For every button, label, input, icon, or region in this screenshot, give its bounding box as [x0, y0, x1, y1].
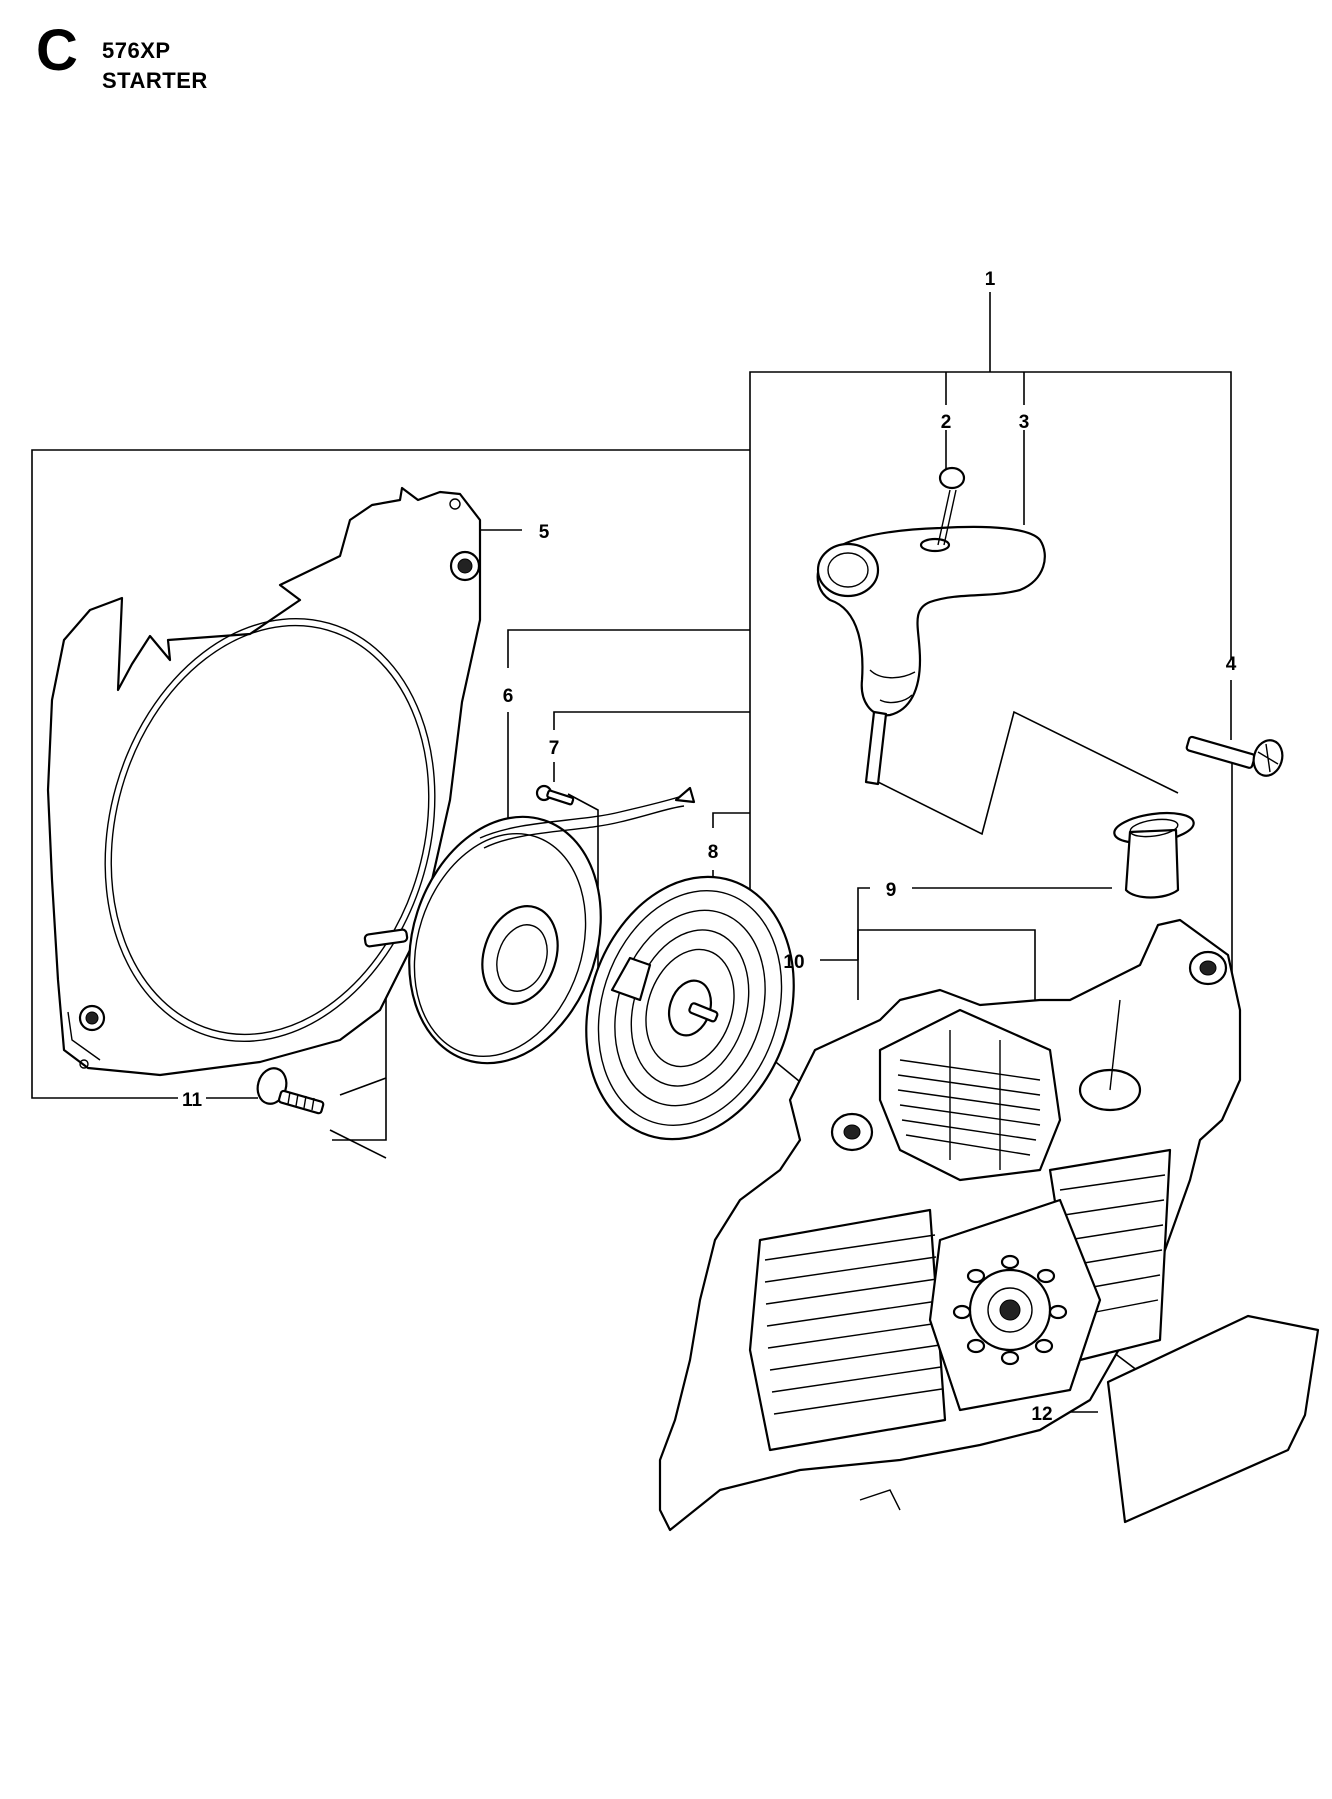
callout-numbers: 1 2 3 4 5 6 7 8 9 10 11 12 [182, 269, 1237, 1425]
starter-pulley [363, 786, 696, 1065]
pulley-screw [535, 784, 575, 806]
callout-9: 9 [886, 880, 897, 901]
recoil-spring-cassette [585, 875, 795, 1141]
starter-side-cover [46, 486, 482, 1077]
callout-7: 7 [549, 738, 560, 759]
housing-screw [256, 1067, 325, 1115]
callout-2: 2 [941, 412, 952, 433]
cover-screw [1185, 735, 1284, 777]
model-name: 576XP [102, 38, 171, 63]
callout-3: 3 [1019, 412, 1030, 433]
callout-8: 8 [708, 842, 719, 863]
callout-6: 6 [503, 686, 514, 707]
callout-12: 12 [1031, 1404, 1052, 1425]
section-title: STARTER [102, 68, 208, 93]
callout-10: 10 [783, 952, 804, 973]
callout-5: 5 [539, 522, 550, 543]
rope-guide-bushing [1113, 811, 1195, 899]
starter-handle [816, 466, 1046, 786]
starter-decal [1106, 1314, 1320, 1524]
callout-11: 11 [182, 1090, 203, 1111]
callout-1: 1 [985, 269, 996, 290]
section-letter: C [36, 18, 78, 83]
starter-housing [658, 918, 1242, 1532]
callout-4: 4 [1226, 654, 1237, 675]
